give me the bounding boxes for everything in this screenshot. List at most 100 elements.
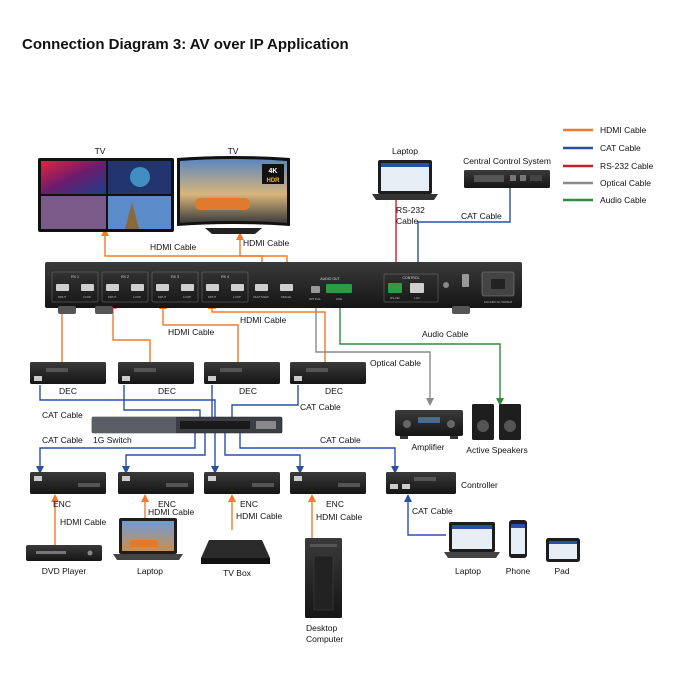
arrow-audio [496,398,504,406]
tv-box: TV Box [201,540,270,578]
cable-hdmi-dec3 [162,305,239,370]
desktop-vent [313,555,334,611]
single-out-port[interactable] [280,284,293,291]
laptop-top: Laptop RS-232 Cable [372,146,438,226]
encoder-1-label: ENC [53,499,71,509]
arrow-cat-enc1 [36,466,44,474]
decoder-2-lan-port[interactable] [122,376,130,381]
encoder-1-panel [78,483,100,487]
pad-screen-bar [549,541,577,544]
hdmi-cable-label-dec3: HDMI Cable [240,315,287,325]
amplifier-foot-left [400,436,408,439]
hdmi-cable-label-tv2: HDMI Cable [243,238,290,248]
tv-1-screen-q4-tower [125,202,139,229]
encoder-3: ENC [204,472,280,509]
tv-box-label: TV Box [223,568,252,578]
rx-1-label: RX 1 [71,275,79,279]
switch-sfp-ports[interactable] [256,421,276,429]
power-switch[interactable] [462,274,469,287]
rx-2-input-label: INPUT [108,295,117,299]
central-control-port-1 [510,175,516,181]
legend-label-optical: Optical Cable [600,178,651,188]
power-inlet-socket [491,279,505,289]
rx-3-loop-port[interactable] [181,284,194,291]
cable-cat-dec4 [231,385,299,418]
cable-cat-enc4 [224,432,301,470]
lan-port[interactable] [410,283,424,293]
rs232-port-label: RS-232 [390,296,400,300]
controller-panel [414,477,436,481]
tv-box-front [201,558,270,564]
arrow-cat-enc3 [211,466,219,474]
central-control-system: Central Control System CAT Cable [461,156,551,221]
encoder-2-panel [166,483,188,487]
cable-cat-enc1 [39,432,196,470]
rx-1-loop-port[interactable] [81,284,94,291]
control-frame [383,273,439,303]
encoder-3-label: ENC [240,499,258,509]
amplifier-foot-right [450,436,458,439]
cat-cable-label-enc-left: CAT Cable [42,435,83,445]
decoder-3-body [204,362,280,384]
tv-1-label: TV [95,146,106,156]
line-out-terminal[interactable] [326,284,352,293]
arrow-hdmi-enc1 [51,494,59,502]
encoder-4-body [290,472,366,494]
rx-1-input-label: INPUT [58,295,67,299]
tv-1-screen-q2-art [130,167,150,187]
laptop-top-screen [381,163,429,191]
tv-2-badge-bottom: HDR [267,178,281,184]
amplifier-knob-right [447,420,455,428]
rs232-terminal[interactable] [388,283,402,293]
controller-lan-port-1[interactable] [390,484,398,489]
decoder-4-lan-port[interactable] [294,376,302,381]
controller-lan-port-2[interactable] [402,484,410,489]
control-label: CONTROL [402,276,419,280]
encoders: ENC ENC ENC ENC [30,472,366,509]
hdmi-cable-label-enc3: HDMI Cable [236,511,283,521]
encoder-4-lan-port[interactable] [294,476,302,481]
hdmi-cable-label-enc1: HDMI Cable [60,517,107,527]
central-control-terminals [474,175,504,182]
rx-2-loop-port[interactable] [131,284,144,291]
tv-1-screen-q1 [41,161,106,194]
decoder-1-lan-port[interactable] [34,376,42,381]
multiview-out-port[interactable] [255,284,268,291]
legend-label-audio: Audio Cable [600,195,647,205]
rx-1-input-port[interactable] [56,284,69,291]
encoder-1: ENC [30,472,106,509]
decoder-1: DEC [30,362,106,396]
rx-4-input-port[interactable] [206,284,219,291]
central-control-chassis [464,170,550,188]
rx-4-loop-port[interactable] [231,284,244,291]
optical-port[interactable] [311,286,320,293]
encoder-1-lan-port[interactable] [34,476,42,481]
hdmi-cable-label-tv1: HDMI Cable [150,242,197,252]
rx-2-label: RX 2 [121,275,129,279]
encoder-3-lan-port[interactable] [208,476,216,481]
encoder-2-lan-port[interactable] [122,476,130,481]
phone-label: Phone [506,566,531,576]
encoder-4: ENC [290,472,366,509]
desktop-label-1: Desktop [306,623,337,633]
rx-2-input-port[interactable] [106,284,119,291]
rx-3-input-port[interactable] [156,284,169,291]
legend-label-rs232: RS-232 Cable [600,161,654,171]
main-unit-rx-1: RX 1 INPUT LOOP [51,271,99,303]
main-unit: RX 1 INPUT LOOP RX 2 INPUT LOOP RX 3 INP… [45,262,522,314]
rx-1-frame [51,271,99,303]
cat-cable-label-enc-right: CAT Cable [320,435,361,445]
main-unit-foot-left [58,306,76,314]
main-unit-foot-right [452,306,470,314]
decoder-3-lan-port[interactable] [208,376,216,381]
legend-item-optical: Optical Cable [563,178,651,188]
single-out-label: SINGLE [281,295,291,299]
encoder-4-panel [338,483,360,487]
rx-4-input-label: INPUT [208,295,217,299]
legend-item-audio: Audio Cable [563,195,647,205]
cable-optical [315,305,431,402]
pad-label: Pad [554,566,569,576]
cat-cable-label-dec-left: CAT Cable [42,410,83,420]
legend-label-hdmi: HDMI Cable [600,125,647,135]
switch-port-bank[interactable] [180,421,250,429]
